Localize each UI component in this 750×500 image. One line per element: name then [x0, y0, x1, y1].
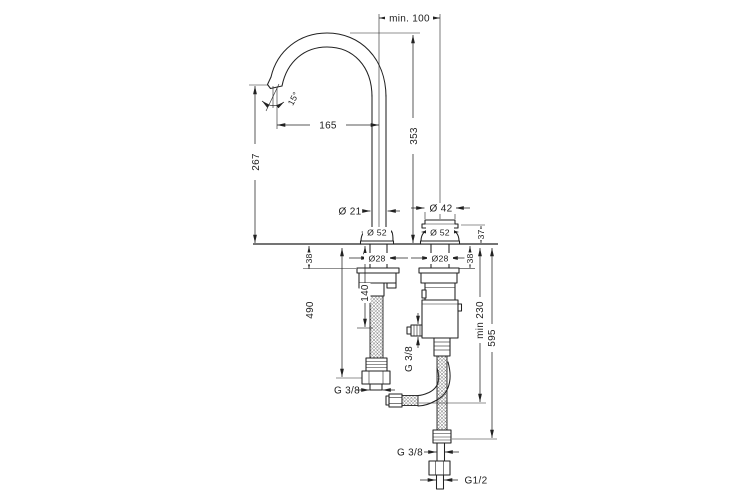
dimension-lines	[253, 16, 494, 482]
dim-label-267: 267	[251, 153, 262, 171]
dimension-labels: min. 100 15° 165 267 353 Ø 21 Ø 42 Ø 52 …	[251, 14, 498, 487]
dim-label-dia-28-handle: Ø28	[431, 254, 448, 264]
label-backers	[250, 13, 498, 352]
control-valve-assembly	[385, 14, 463, 490]
dim-label-595: 595	[487, 329, 498, 347]
dim-label-dia-52-handle: Ø 52	[430, 228, 450, 238]
dim-label-140: 140	[360, 284, 371, 302]
dim-label-g38-spout-hose: G 3/8	[334, 386, 360, 397]
dim-label-min-100: min. 100	[389, 14, 430, 25]
extension-lines	[249, 32, 497, 440]
dim-label-15-degrees: 15°	[286, 90, 301, 107]
dim-label-37: 37	[476, 229, 486, 239]
dim-label-dia-21: Ø 21	[339, 207, 362, 218]
dim-label-dia-28-spout: Ø28	[368, 254, 385, 264]
dim-label-38-right: 38	[465, 253, 475, 263]
dim-label-353: 353	[409, 127, 420, 145]
dim-label-490: 490	[305, 301, 316, 319]
dim-label-min-230: min 230	[475, 301, 486, 339]
dim-label-g38-supply-hose: G 3/8	[397, 448, 423, 459]
dim-label-165: 165	[319, 121, 337, 132]
dim-label-g38-valve-outlet: G 3/8	[404, 346, 415, 372]
dim-label-g12: G1/2	[465, 476, 488, 487]
spout-assembly	[266, 14, 400, 391]
dim-label-dia-52-spout: Ø 52	[367, 228, 387, 238]
dim-label-dia-42: Ø 42	[430, 204, 453, 215]
dim-label-38-left: 38	[304, 253, 314, 263]
